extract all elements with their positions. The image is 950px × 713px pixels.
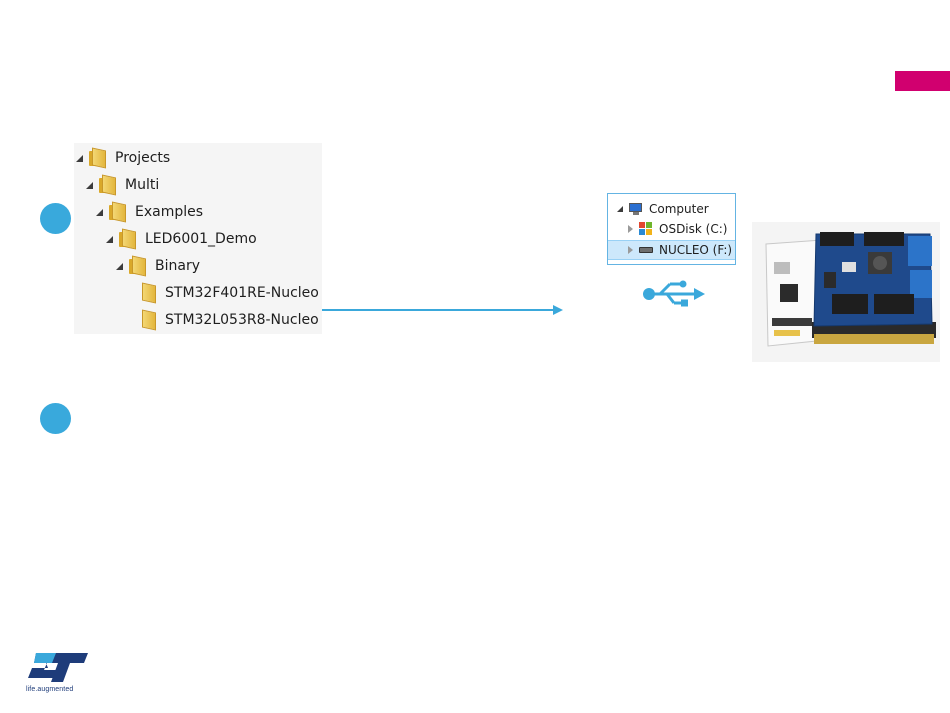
- nucleo-board-image: [752, 222, 940, 362]
- tree-item-label: Projects: [115, 150, 170, 166]
- usb-drive-icon: [639, 247, 653, 253]
- step-bullet-2: [40, 403, 71, 434]
- step-bullet-1: [40, 203, 71, 234]
- st-logo-tagline: life.augmented: [26, 686, 73, 693]
- tree-item-label: Examples: [135, 204, 203, 220]
- explorer-item-label: OSDisk (C:): [659, 222, 727, 236]
- folder-icon: [119, 230, 139, 248]
- explorer-panel: Computer OSDisk (C:) NUCLEO (F:): [607, 193, 736, 265]
- collapsed-arrow-icon[interactable]: [628, 246, 633, 254]
- folder-icon: [139, 284, 159, 302]
- folder-icon: [129, 257, 149, 275]
- folder-icon: [139, 311, 159, 329]
- explorer-item-label: Computer: [649, 202, 709, 216]
- expanded-arrow-icon[interactable]: [116, 263, 123, 270]
- drag-arrow-line: [322, 309, 554, 311]
- tree-item-stm32l053r8-nucleo[interactable]: STM32L053R8-Nucleo: [139, 309, 319, 331]
- explorer-item-osdisk[interactable]: OSDisk (C:): [608, 219, 735, 239]
- expanded-arrow-icon[interactable]: [617, 206, 623, 212]
- collapsed-arrow-icon[interactable]: [628, 225, 633, 233]
- folder-icon: [109, 203, 129, 221]
- tree-item-label: Binary: [155, 258, 200, 274]
- folder-icon: [89, 149, 109, 167]
- expanded-arrow-icon[interactable]: [106, 236, 113, 243]
- tree-item-label: Multi: [125, 177, 159, 193]
- tree-item-label: STM32L053R8-Nucleo: [165, 312, 319, 328]
- drag-arrow-head: [553, 305, 563, 315]
- explorer-item-label: NUCLEO (F:): [659, 243, 732, 257]
- tree-item-examples[interactable]: Examples: [96, 201, 203, 223]
- tree-item-label: STM32F401RE-Nucleo: [165, 285, 319, 301]
- explorer-item-computer[interactable]: Computer: [608, 199, 735, 219]
- expanded-arrow-icon[interactable]: [76, 155, 83, 162]
- accent-bar: [895, 71, 950, 91]
- tree-item-binary[interactable]: Binary: [116, 255, 200, 277]
- tree-item-led6001-demo[interactable]: LED6001_Demo: [106, 228, 257, 250]
- st-logo: life.augmented: [26, 650, 90, 698]
- windows-drive-icon: [639, 222, 653, 236]
- tree-item-multi[interactable]: Multi: [86, 174, 159, 196]
- expanded-arrow-icon[interactable]: [86, 182, 93, 189]
- tree-item-projects[interactable]: Projects: [76, 147, 170, 169]
- computer-icon: [628, 203, 644, 216]
- folder-tree-panel: Projects Multi Examples LED6001_Demo Bin…: [74, 143, 322, 334]
- explorer-item-nucleo[interactable]: NUCLEO (F:): [608, 240, 735, 260]
- folder-icon: [99, 176, 119, 194]
- expanded-arrow-icon[interactable]: [96, 209, 103, 216]
- tree-item-label: LED6001_Demo: [145, 231, 257, 247]
- tree-item-stm32f401re-nucleo[interactable]: STM32F401RE-Nucleo: [139, 282, 319, 304]
- usb-icon: [640, 278, 706, 310]
